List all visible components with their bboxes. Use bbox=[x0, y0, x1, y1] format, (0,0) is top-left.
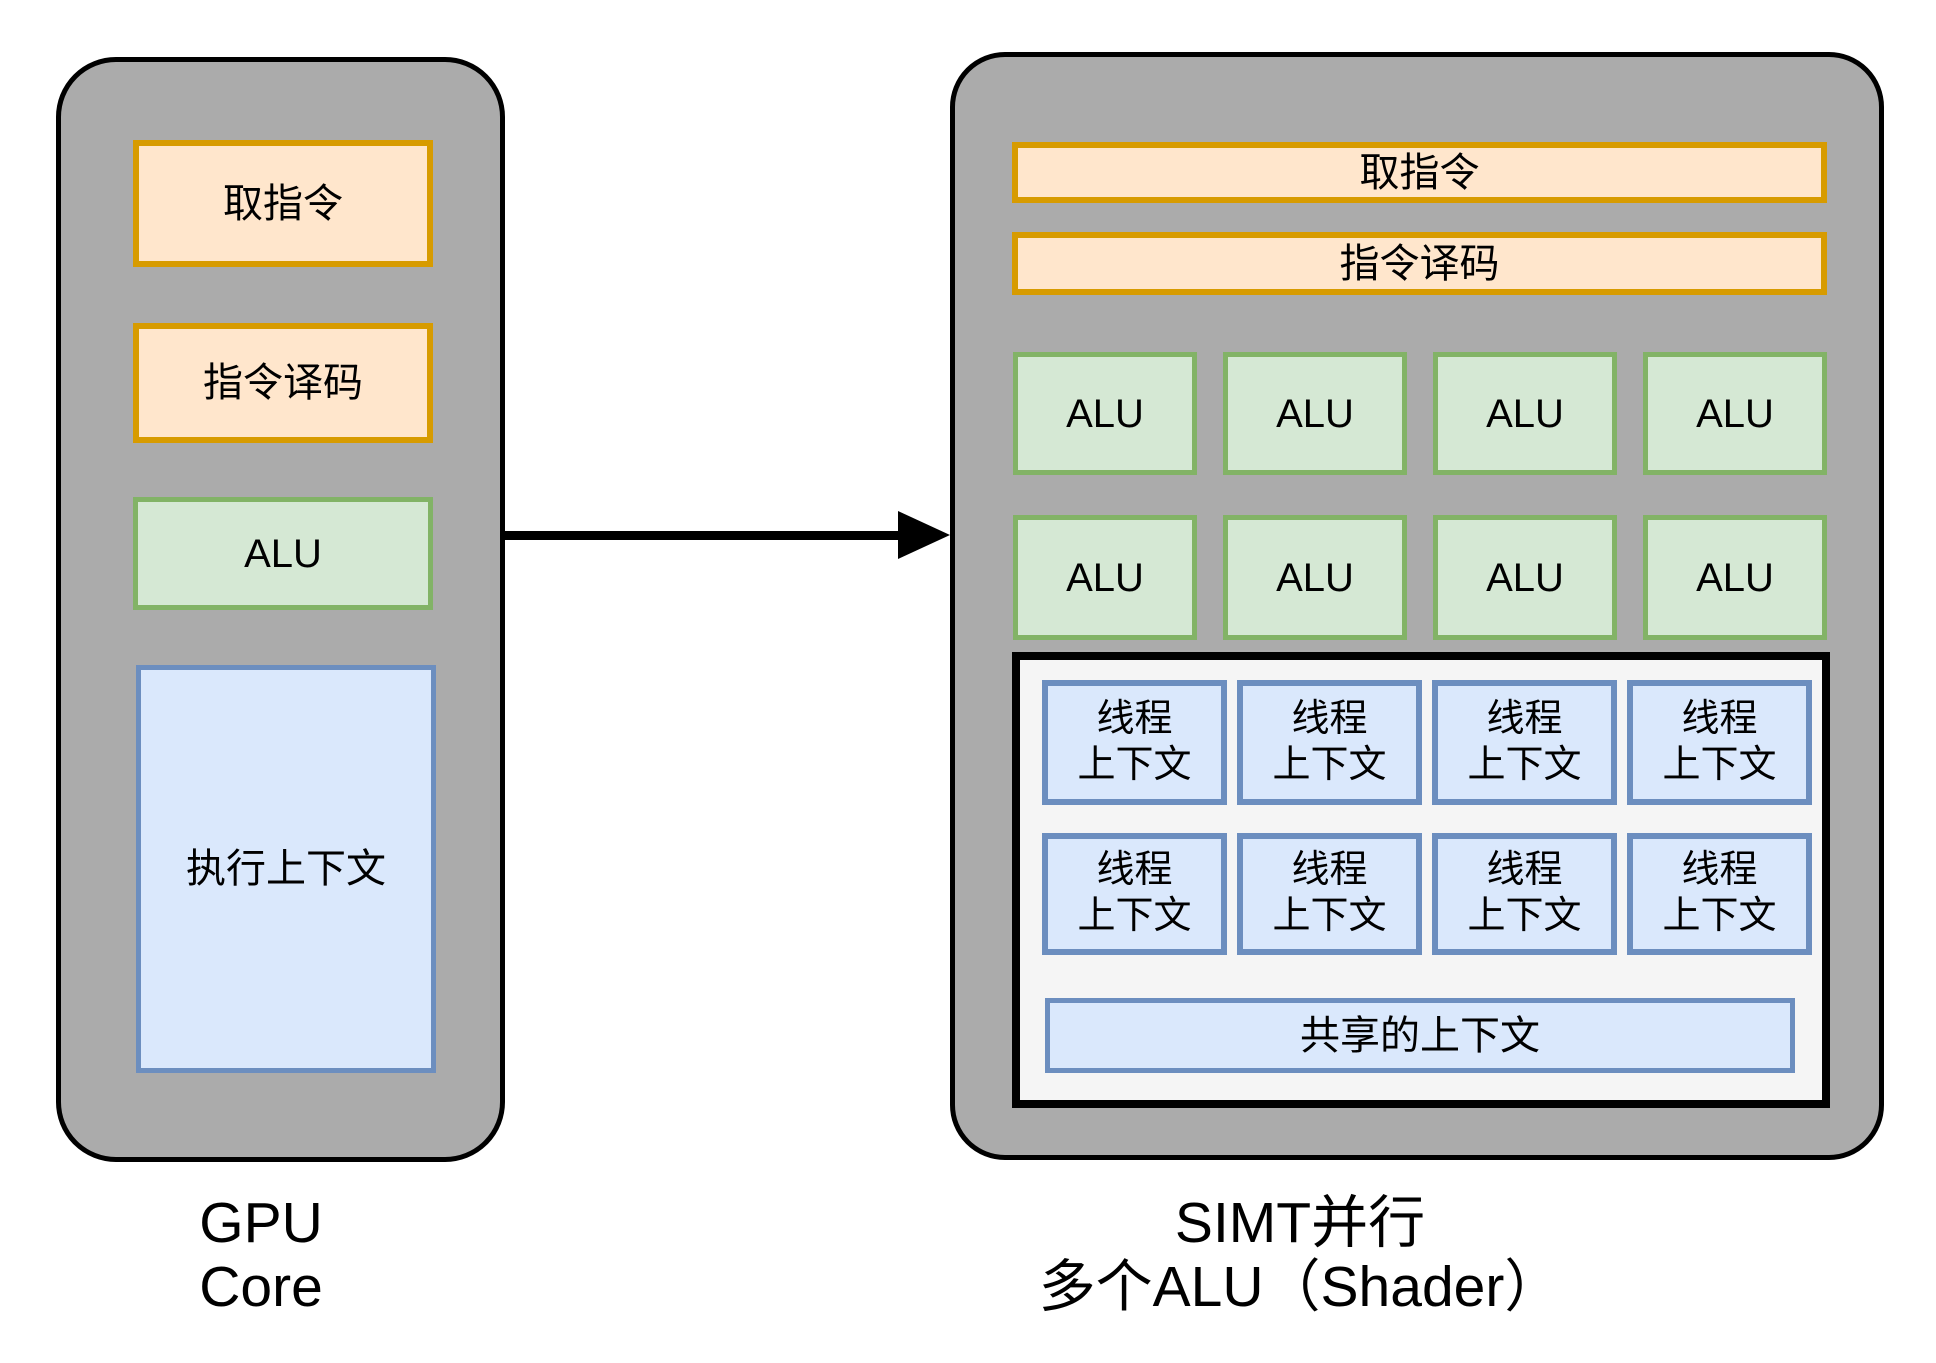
alu-label: ALU bbox=[244, 531, 322, 576]
gpu-core-caption: GPU Core bbox=[61, 1191, 461, 1320]
gpu-core-caption-line2: Core bbox=[199, 1254, 323, 1319]
thread-context-box-3: 线程 上下文 bbox=[1432, 680, 1617, 805]
alu-box-8: ALU bbox=[1643, 515, 1827, 640]
thread-context-line2: 上下文 bbox=[1662, 895, 1777, 937]
thread-context-box-1: 线程 上下文 bbox=[1042, 680, 1227, 805]
thread-context-line1: 线程 bbox=[1291, 697, 1368, 740]
thread-context-box-4: 线程 上下文 bbox=[1627, 680, 1812, 805]
alu-box-2: ALU bbox=[1223, 352, 1407, 475]
alu-label: ALU bbox=[1066, 391, 1144, 436]
alu-box-1: ALU bbox=[1013, 352, 1197, 475]
decode-bar-label: 指令译码 bbox=[1339, 241, 1500, 286]
alu-label: ALU bbox=[1696, 555, 1774, 600]
simt-caption: SIMT并行 多个ALU（Shader） bbox=[900, 1191, 1700, 1320]
alu-label: ALU bbox=[1486, 391, 1564, 436]
fetch-bar: 取指令 bbox=[1012, 142, 1827, 203]
alu-box-3: ALU bbox=[1433, 352, 1617, 475]
thread-context-line2: 上下文 bbox=[1467, 895, 1582, 937]
alu-label: ALU bbox=[1276, 391, 1354, 436]
exec-context-box: 执行上下文 bbox=[136, 665, 436, 1073]
thread-context-line1: 线程 bbox=[1096, 849, 1173, 892]
simt-caption-line1: SIMT并行 bbox=[1174, 1191, 1426, 1255]
arrow-right-icon bbox=[505, 531, 905, 540]
thread-context-line2: 上下文 bbox=[1077, 895, 1192, 937]
thread-context-box-6: 线程 上下文 bbox=[1237, 833, 1422, 955]
shared-context-bar: 共享的上下文 bbox=[1045, 998, 1795, 1073]
thread-context-box-2: 线程 上下文 bbox=[1237, 680, 1422, 805]
gpu-core-panel: 取指令 指令译码 ALU 执行上下文 bbox=[56, 57, 505, 1162]
arrow-right-head-icon bbox=[898, 511, 950, 559]
thread-context-line1: 线程 bbox=[1486, 849, 1563, 892]
exec-context-label: 执行上下文 bbox=[186, 847, 386, 891]
alu-box-4: ALU bbox=[1643, 352, 1827, 475]
alu-box-5: ALU bbox=[1013, 515, 1197, 640]
alu-box-7: ALU bbox=[1433, 515, 1617, 640]
thread-context-line1: 线程 bbox=[1291, 849, 1368, 892]
simt-panel: 取指令 指令译码 ALU ALU ALU ALU ALU ALU ALU ALU bbox=[950, 52, 1884, 1160]
thread-context-line1: 线程 bbox=[1096, 697, 1173, 740]
shared-context-label: 共享的上下文 bbox=[1300, 1013, 1540, 1058]
alu-label: ALU bbox=[1696, 391, 1774, 436]
thread-context-line2: 上下文 bbox=[1077, 743, 1192, 786]
decode-label: 指令译码 bbox=[203, 361, 363, 405]
fetch-box: 取指令 bbox=[133, 140, 433, 267]
thread-context-line1: 线程 bbox=[1486, 697, 1563, 740]
alu-label: ALU bbox=[1276, 555, 1354, 600]
alu-box-6: ALU bbox=[1223, 515, 1407, 640]
decode-box: 指令译码 bbox=[133, 323, 433, 443]
simt-caption-line2: 多个ALU（Shader） bbox=[1038, 1254, 1562, 1319]
thread-context-box-7: 线程 上下文 bbox=[1432, 833, 1617, 955]
thread-context-line1: 线程 bbox=[1681, 697, 1758, 740]
alu-box: ALU bbox=[133, 497, 433, 610]
fetch-bar-label: 取指令 bbox=[1359, 150, 1480, 195]
gpu-core-caption-line1: GPU bbox=[199, 1191, 323, 1255]
alu-label: ALU bbox=[1066, 555, 1144, 600]
decode-bar: 指令译码 bbox=[1012, 232, 1827, 295]
thread-context-line2: 上下文 bbox=[1467, 743, 1582, 786]
thread-context-box-5: 线程 上下文 bbox=[1042, 833, 1227, 955]
thread-context-line2: 上下文 bbox=[1272, 743, 1387, 786]
thread-context-line2: 上下文 bbox=[1272, 895, 1387, 937]
fetch-label: 取指令 bbox=[223, 181, 343, 226]
thread-context-line2: 上下文 bbox=[1662, 743, 1777, 786]
thread-context-box-8: 线程 上下文 bbox=[1627, 833, 1812, 955]
thread-context-line1: 线程 bbox=[1681, 849, 1758, 892]
context-pool-panel: 线程 上下文 线程 上下文 线程 上下文 线程 上下文 线程 上下文 线程 上下… bbox=[1012, 652, 1830, 1108]
alu-label: ALU bbox=[1486, 555, 1564, 600]
